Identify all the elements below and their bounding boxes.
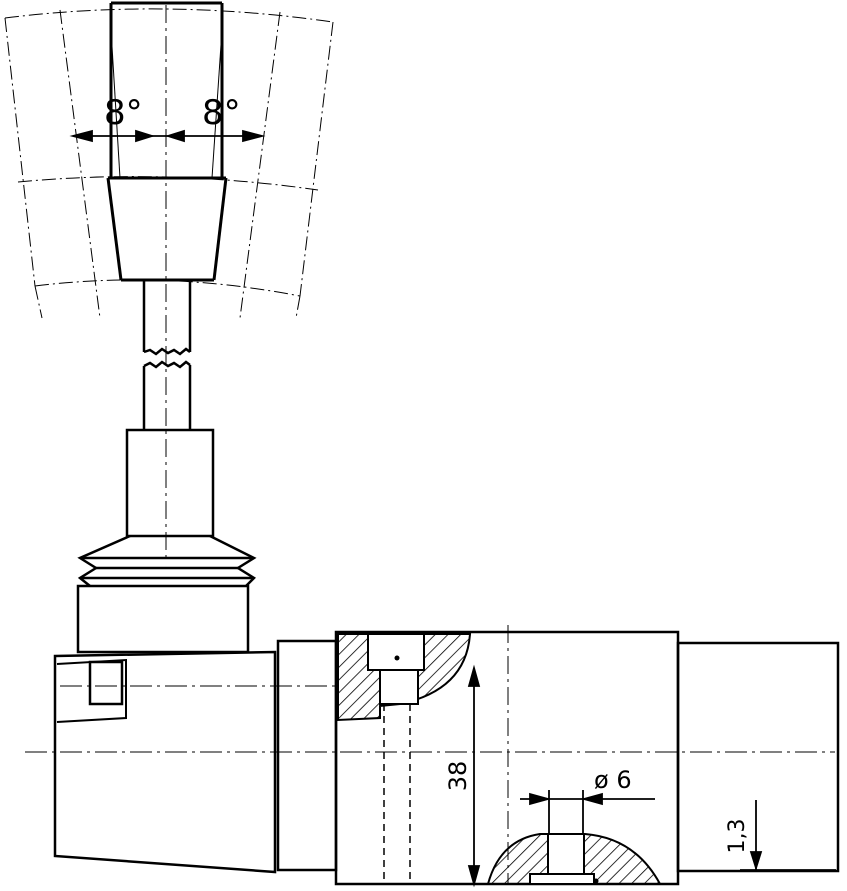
angle-dimension [69, 129, 266, 143]
upper-block [76, 584, 250, 654]
tool-shank [142, 280, 192, 430]
spindle-flange [276, 639, 338, 872]
dim-height-line [467, 664, 481, 888]
grid-radial-4 [299, 21, 334, 297]
grid-radial-1 [4, 17, 36, 287]
spindle-end [676, 641, 840, 873]
grid-arc-bottom [34, 279, 301, 297]
angle-label-left: 8° [104, 93, 143, 133]
angle-label-right: 8° [202, 93, 241, 133]
tool-head-thin [110, 29, 223, 179]
dim-offset-line [740, 800, 836, 872]
grid-radial-5 [34, 285, 43, 319]
tool-collar [125, 428, 215, 538]
main-housing [53, 650, 277, 874]
grid-radial-3 [239, 11, 281, 319]
upper-section-cut [337, 633, 472, 722]
dim-height-label: 38 [444, 761, 472, 792]
bellows [77, 534, 257, 587]
housing-socket [88, 660, 124, 706]
dim-diameter-line [520, 790, 655, 834]
center-mark [394, 655, 400, 661]
tool-head [106, 1, 228, 282]
grid-radial-2 [59, 9, 101, 319]
hidden-bore [383, 704, 411, 885]
dim-offset-label: 1,3 [725, 819, 750, 854]
angular-grid [4, 8, 334, 319]
housing-detail [56, 658, 127, 723]
grid-arc-top [4, 8, 334, 23]
dim-diameter-label: ø 6 [594, 766, 632, 794]
grid-radial-6 [295, 295, 301, 319]
lower-section-cut [486, 833, 662, 885]
lower-center-mark [593, 878, 599, 884]
